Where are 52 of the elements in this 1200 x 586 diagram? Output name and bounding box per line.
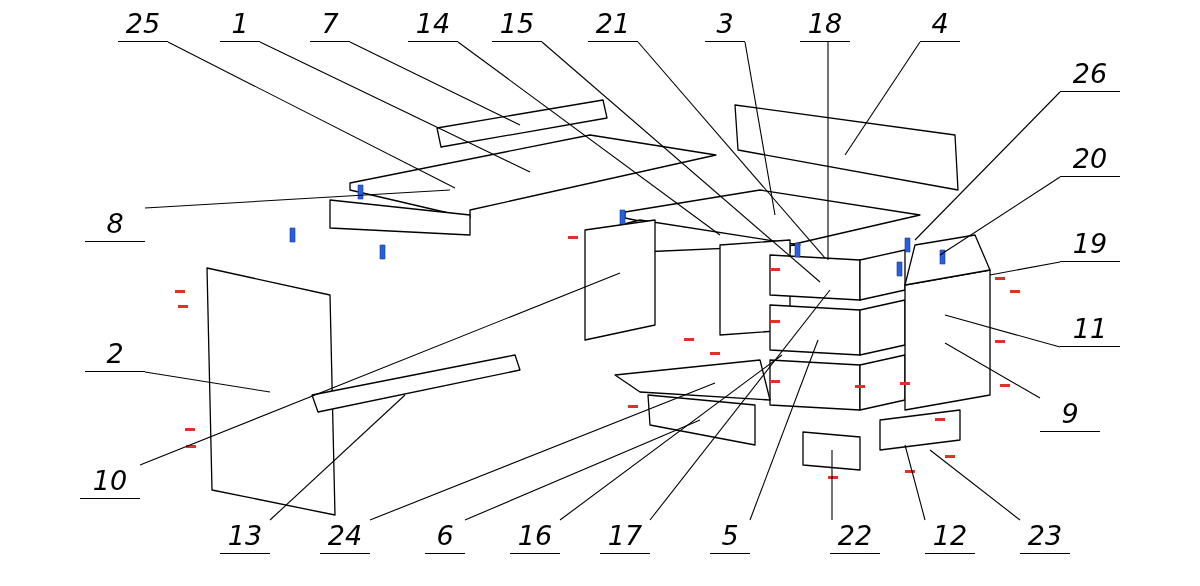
callout-number: 10 (80, 465, 140, 499)
callout-number: 6 (425, 520, 465, 554)
leader-line (541, 41, 821, 283)
leader-line (167, 41, 456, 189)
leader-line (831, 449, 833, 521)
leader-line (744, 41, 776, 216)
callout-number: 8 (85, 208, 145, 242)
callout-number: 16 (510, 520, 560, 554)
callout-number: 7 (310, 8, 350, 42)
leader-line (914, 91, 1061, 241)
callout-number: 2 (85, 338, 145, 372)
callout-number: 22 (830, 520, 880, 554)
callout-number: 18 (800, 8, 850, 42)
leader-line (989, 261, 1061, 276)
callout-number: 23 (1020, 520, 1070, 554)
leader-line (749, 339, 819, 521)
callout-number: 21 (588, 8, 638, 42)
leader-line (827, 41, 829, 261)
callout-number: 20 (1060, 143, 1120, 177)
callout-number: 3 (705, 8, 745, 42)
leader-line (464, 419, 701, 521)
callout-number: 24 (320, 520, 370, 554)
leader-line (944, 342, 1041, 399)
callout-number: 12 (925, 520, 975, 554)
leader-line (939, 176, 1061, 256)
callout-number: 14 (408, 8, 458, 42)
callout-number: 9 (1040, 398, 1100, 432)
leader-line (349, 41, 521, 126)
callout-number: 26 (1060, 58, 1120, 92)
callout-number: 15 (492, 8, 542, 42)
leader-line (929, 449, 1021, 521)
callout-number: 5 (710, 520, 750, 554)
leader-line (369, 382, 716, 521)
leader-line (139, 272, 621, 466)
leader-line (144, 189, 451, 209)
leader-line (144, 371, 271, 393)
callout-number: 17 (600, 520, 650, 554)
leader-line (904, 444, 926, 521)
callout-number: 11 (1060, 313, 1120, 347)
leader-line (559, 354, 783, 521)
leader-line (637, 41, 826, 259)
callout-number: 25 (118, 8, 168, 42)
leader-line (269, 394, 406, 521)
leader-line (259, 41, 531, 173)
callout-number: 1 (220, 8, 260, 42)
leader-line (457, 41, 721, 236)
leader-line (844, 41, 921, 156)
leader-line (944, 314, 1061, 348)
callout-number: 19 (1060, 228, 1120, 262)
callout-number: 4 (920, 8, 960, 42)
leader-line (649, 289, 831, 521)
callout-number: 13 (220, 520, 270, 554)
